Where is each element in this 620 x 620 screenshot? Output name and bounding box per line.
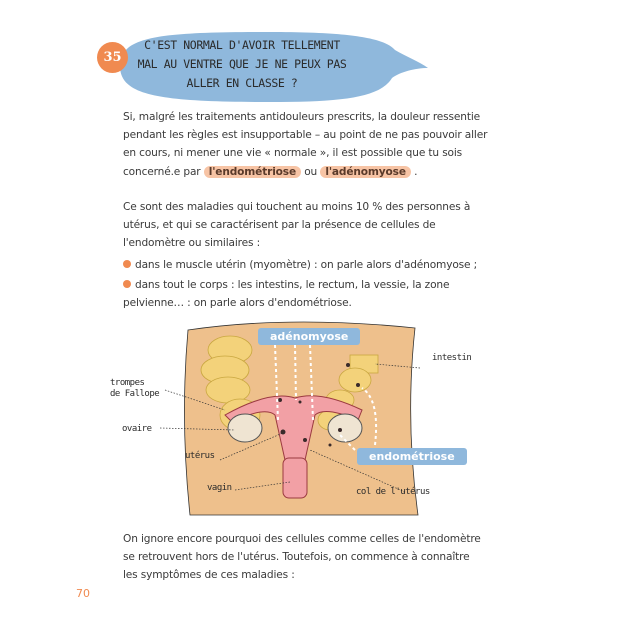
paragraph-2: Ce sont des maladies qui touchent au moi…	[123, 201, 471, 250]
tag-endometriose: endométriose	[357, 448, 467, 465]
question-title: C'EST NORMAL D'AVOIR TELLEMENT MAL AU VE…	[132, 36, 352, 93]
intro-paragraph: Si, malgré les traitements antidouleurs …	[123, 108, 493, 181]
highlight-endometriose: l'endométriose	[203, 165, 301, 178]
bullet-icon	[123, 260, 131, 268]
highlight-adenomyose: l'adénomyose	[320, 165, 411, 178]
speech-bubble	[120, 32, 428, 102]
intro-text: Si, malgré les traitements antidouleurs …	[123, 111, 488, 178]
bullet-icon	[123, 280, 131, 288]
label-uterus: utérus	[185, 451, 215, 461]
bullet-text: dans le muscle utérin (myomètre) : on pa…	[135, 259, 478, 271]
tag-adenomyose: adénomyose	[258, 328, 361, 345]
paragraph-3: On ignore encore pourquoi des cellules c…	[123, 533, 481, 582]
uterus-diagram	[159, 321, 421, 516]
bullet-item: dans le muscle utérin (myomètre) : on pa…	[123, 256, 493, 274]
label-trompes: trompes de Fallope	[110, 378, 160, 399]
title-line: C'EST NORMAL D'AVOIR TELLEMENT	[144, 38, 340, 52]
title-line: MAL AU VENTRE QUE JE NE PEUX PAS	[137, 57, 347, 71]
title-line: ALLER EN CLASSE ?	[186, 76, 298, 90]
label-intestin: intestin	[432, 353, 472, 363]
label-ovaire: ovaire	[122, 424, 152, 434]
bullet-item: dans tout le corps : les intestins, le r…	[123, 276, 453, 312]
page-number: 70	[76, 587, 90, 600]
question-number: 35	[97, 42, 128, 73]
intro-text: .	[410, 165, 418, 178]
label-vagin: vagin	[207, 483, 232, 493]
label-col: col de l'utérus	[356, 487, 430, 497]
bullet-text: dans tout le corps : les intestins, le r…	[123, 279, 450, 310]
intro-text: ou	[301, 165, 321, 178]
